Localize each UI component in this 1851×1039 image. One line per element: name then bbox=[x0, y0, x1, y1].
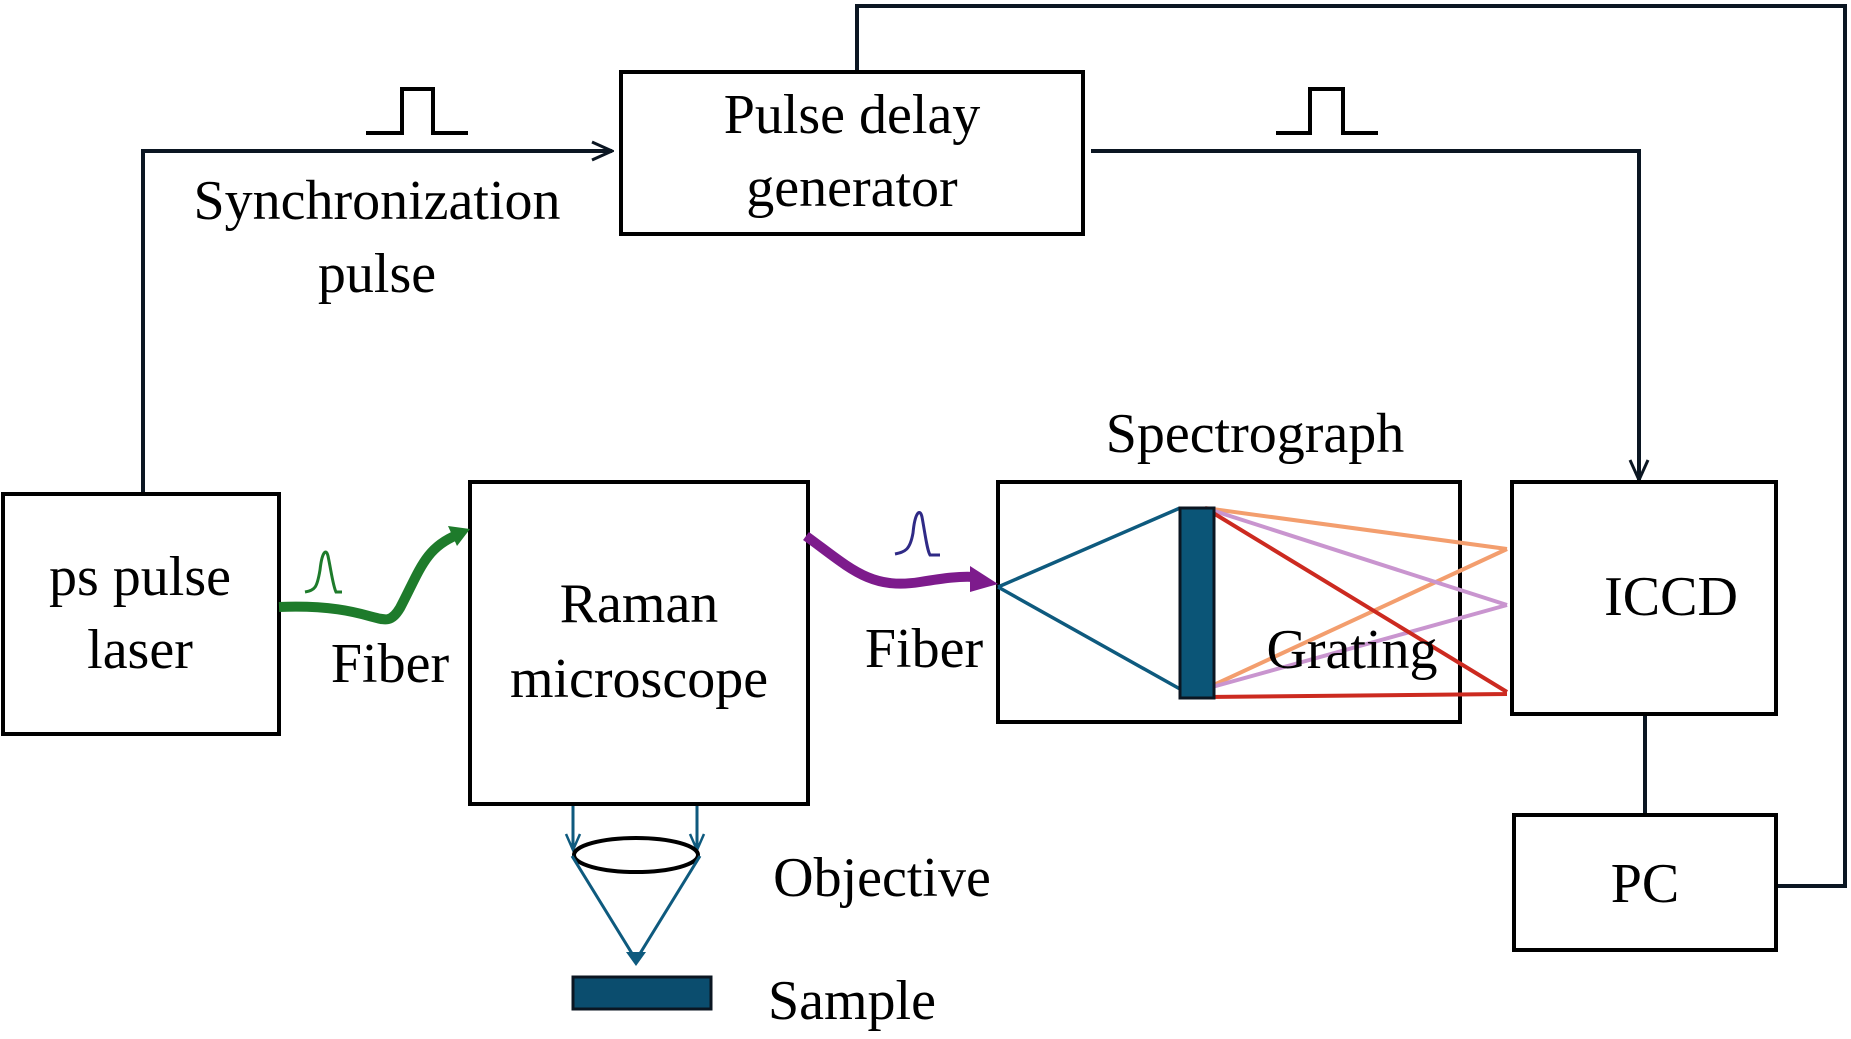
sample bbox=[571, 975, 713, 1011]
grating-label: Grating bbox=[1266, 619, 1437, 681]
spectrograph-box bbox=[996, 480, 1462, 724]
delay-label-line2: generator bbox=[746, 157, 958, 219]
input-beam bbox=[997, 506, 1181, 691]
fiber-label-right: Fiber bbox=[865, 618, 984, 680]
pc-label: PC bbox=[1611, 853, 1680, 915]
sample-label: Sample bbox=[768, 970, 936, 1032]
raman-pulse-icon bbox=[894, 511, 940, 557]
gate-pulse-symbol bbox=[1276, 87, 1378, 135]
excitation-fiber-tip bbox=[448, 526, 470, 546]
objective-lens-icon bbox=[572, 836, 700, 874]
pc-box bbox=[1512, 813, 1778, 952]
raman-microscope-box bbox=[468, 480, 810, 806]
objective-label: Objective bbox=[773, 847, 991, 909]
fiber-label-left: Fiber bbox=[331, 633, 450, 695]
ray-red bbox=[1203, 506, 1509, 699]
sync-pulse-label-line2: pulse bbox=[318, 243, 436, 305]
sync-pulse-label-line1: Synchronization bbox=[193, 170, 560, 232]
grating bbox=[1178, 506, 1216, 700]
raman-label-line1: Raman bbox=[560, 573, 719, 635]
raman-fiber-tip bbox=[970, 566, 998, 592]
delay-label-line1: Pulse delay bbox=[724, 84, 981, 146]
pulse-delay-generator-box bbox=[619, 70, 1085, 236]
raman-label-line2: microscope bbox=[510, 648, 768, 710]
excitation-fiber bbox=[278, 530, 460, 625]
focus-point bbox=[626, 952, 646, 966]
gate-pulse-line bbox=[1091, 149, 1639, 480]
iccd-box bbox=[1510, 480, 1778, 716]
laser-label-line1: ps pulse bbox=[49, 546, 231, 608]
excitation-pulse-icon bbox=[304, 550, 342, 594]
laser-label-line2: laser bbox=[87, 619, 193, 681]
raman-fiber bbox=[803, 531, 976, 589]
ps-pulse-laser-box bbox=[1, 492, 281, 736]
sync-pulse-symbol bbox=[366, 87, 468, 135]
pc-control-line bbox=[855, 4, 1847, 888]
ray-orange bbox=[1204, 506, 1508, 691]
iccd-label: ICCD bbox=[1604, 566, 1738, 628]
ray-violet bbox=[1204, 506, 1508, 691]
spectrograph-label: Spectrograph bbox=[1106, 403, 1405, 465]
sync-pulse-line bbox=[141, 151, 612, 494]
